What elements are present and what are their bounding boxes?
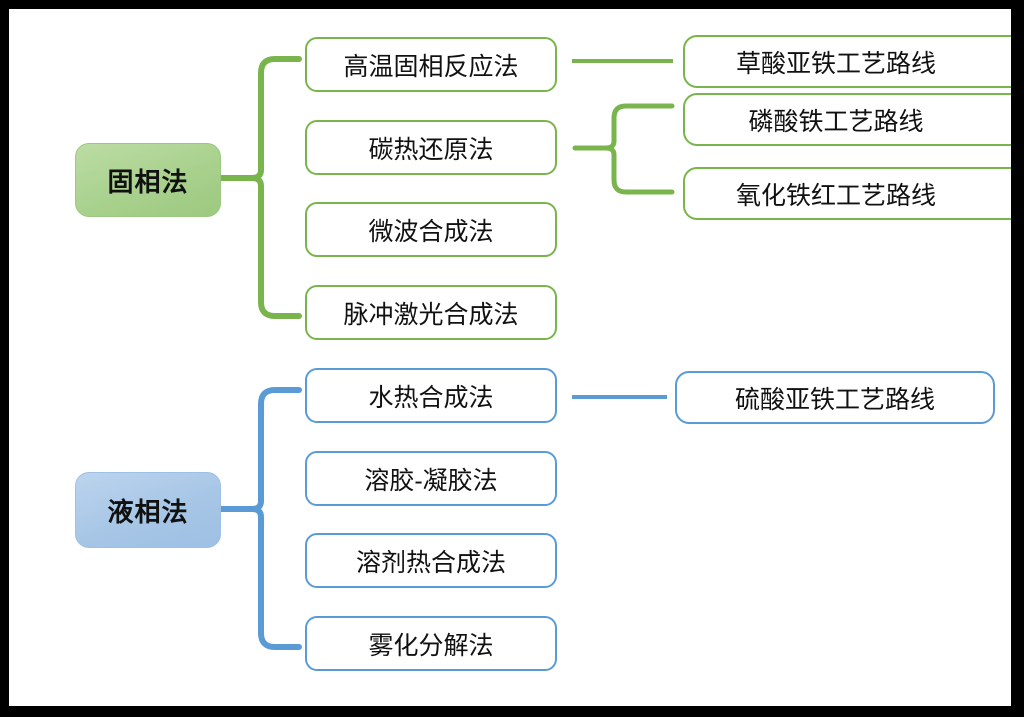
connector-green-small-brace-upper — [603, 103, 675, 151]
root-node-liquid-phase[interactable]: 液相法 — [75, 472, 221, 548]
connector-green-small-brace-lower — [603, 145, 675, 195]
route-box-iron-oxide-red[interactable]: 氧化铁红工艺路线 — [683, 167, 1011, 220]
method-label: 微波合成法 — [368, 217, 494, 246]
method-label: 水热合成法 — [368, 383, 494, 412]
root-node-solid-phase[interactable]: 固相法 — [75, 143, 221, 217]
route-box-ferrous-oxalate[interactable]: 草酸亚铁工艺路线 — [683, 35, 1011, 88]
connector-green-brace-lower — [249, 175, 302, 319]
method-box-pulsed-laser-synthesis[interactable]: 脉冲激光合成法 — [305, 285, 557, 340]
method-label: 溶剂热合成法 — [355, 548, 506, 577]
diagram-canvas: 固相法 高温固相反应法 碳热还原法 微波合成法 脉冲激光合成法 草酸亚铁工艺路线… — [9, 9, 1011, 706]
method-label: 高温固相反应法 — [343, 52, 519, 81]
connector-blue-brace-lower — [249, 506, 302, 650]
connector-blue-brace-upper — [249, 387, 302, 512]
method-box-carbothermal-reduction[interactable]: 碳热还原法 — [305, 120, 557, 175]
method-box-microwave-synthesis[interactable]: 微波合成法 — [305, 202, 557, 257]
root-node-liquid-phase-label: 液相法 — [107, 496, 189, 527]
root-node-solid-phase-label: 固相法 — [107, 166, 189, 197]
method-box-spray-pyrolysis[interactable]: 雾化分解法 — [305, 616, 557, 671]
method-box-solvothermal-synthesis[interactable]: 溶剂热合成法 — [305, 533, 557, 588]
method-box-sol-gel[interactable]: 溶胶-凝胶法 — [305, 451, 557, 506]
method-label: 溶胶-凝胶法 — [364, 466, 498, 495]
route-label: 硫酸亚铁工艺路线 — [734, 385, 935, 414]
route-label: 草酸亚铁工艺路线 — [735, 49, 936, 78]
route-box-ferrous-sulfate[interactable]: 硫酸亚铁工艺路线 — [675, 371, 995, 424]
method-box-hydrothermal-synthesis[interactable]: 水热合成法 — [305, 368, 557, 423]
route-label: 氧化铁红工艺路线 — [735, 181, 936, 210]
connector-green-brace — [249, 56, 302, 181]
route-label: 磷酸铁工艺路线 — [748, 107, 924, 136]
route-box-iron-phosphate[interactable]: 磷酸铁工艺路线 — [683, 93, 1011, 146]
method-label: 脉冲激光合成法 — [343, 300, 519, 329]
method-label: 碳热还原法 — [368, 135, 494, 164]
method-label: 雾化分解法 — [368, 631, 494, 660]
method-box-high-temp-solid-state[interactable]: 高温固相反应法 — [305, 37, 557, 92]
